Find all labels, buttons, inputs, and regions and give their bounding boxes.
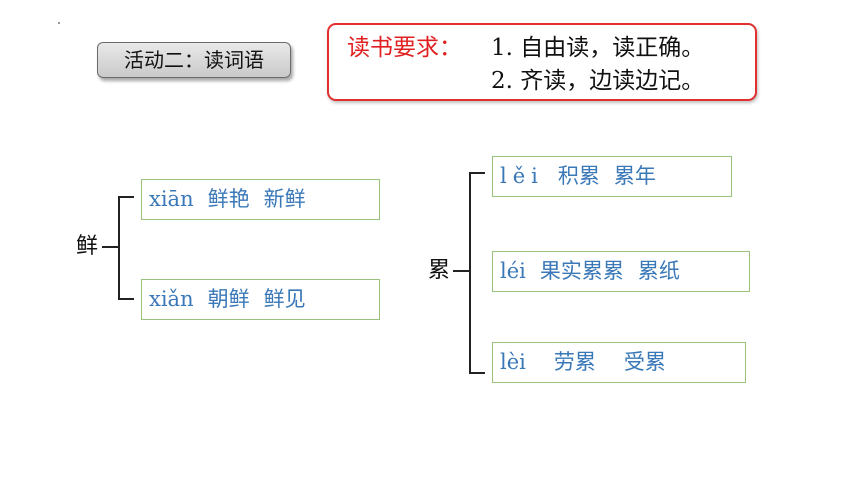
word-item: 劳累 xyxy=(553,350,596,374)
polyphonic-character-xian: 鲜 xyxy=(76,234,99,259)
requirement-item-1: 1. 自由读，读正确。 xyxy=(491,35,705,61)
activity-label: 活动二：读词语 xyxy=(97,42,291,78)
pinyin-label: xiān xyxy=(149,187,194,211)
polyphonic-character-lei: 累 xyxy=(428,258,451,283)
reading-requirements-box: 读书要求： 1. 自由读，读正确。 2. 齐读，边读边记。 xyxy=(327,23,757,101)
bracket-vertical-line xyxy=(469,172,471,373)
requirements-heading: 读书要求： xyxy=(347,35,462,61)
word-item: 累年 xyxy=(613,164,656,188)
pinyin-label: lèi xyxy=(500,350,526,374)
word-item: 新鲜 xyxy=(263,187,306,211)
bracket-vertical-line xyxy=(118,196,120,299)
word-item: 果实累累 xyxy=(539,259,624,283)
bracket-top-arm xyxy=(118,196,134,198)
word-item: 鲜见 xyxy=(263,287,306,311)
requirement-item-2: 2. 齐读，边读边记。 xyxy=(491,68,705,94)
decorative-dot xyxy=(58,22,60,24)
reading-box-xian3: xiǎn 朝鲜鲜见 xyxy=(141,279,380,320)
pinyin-label: lěi xyxy=(500,164,544,188)
word-item: 受累 xyxy=(623,350,666,374)
reading-box-xian1: xiān 鲜艳新鲜 xyxy=(141,179,380,220)
word-item: 鲜艳 xyxy=(207,187,250,211)
bracket-stem-line xyxy=(453,270,470,272)
pinyin-label: léi xyxy=(500,259,526,283)
reading-box-lei2: léi 果实累累累纸 xyxy=(492,251,750,292)
bracket-bottom-arm xyxy=(118,298,134,300)
reading-box-lei3: lěi 积累累年 xyxy=(492,156,732,197)
bracket-top-arm xyxy=(469,172,485,174)
bracket-stem-line xyxy=(102,246,119,248)
bracket-bottom-arm xyxy=(469,372,485,374)
word-item: 积累 xyxy=(557,164,600,188)
word-item: 朝鲜 xyxy=(207,287,250,311)
reading-box-lei4: lèi 劳累 受累 xyxy=(492,342,746,383)
word-item: 累纸 xyxy=(637,259,680,283)
pinyin-label: xiǎn xyxy=(149,287,194,311)
